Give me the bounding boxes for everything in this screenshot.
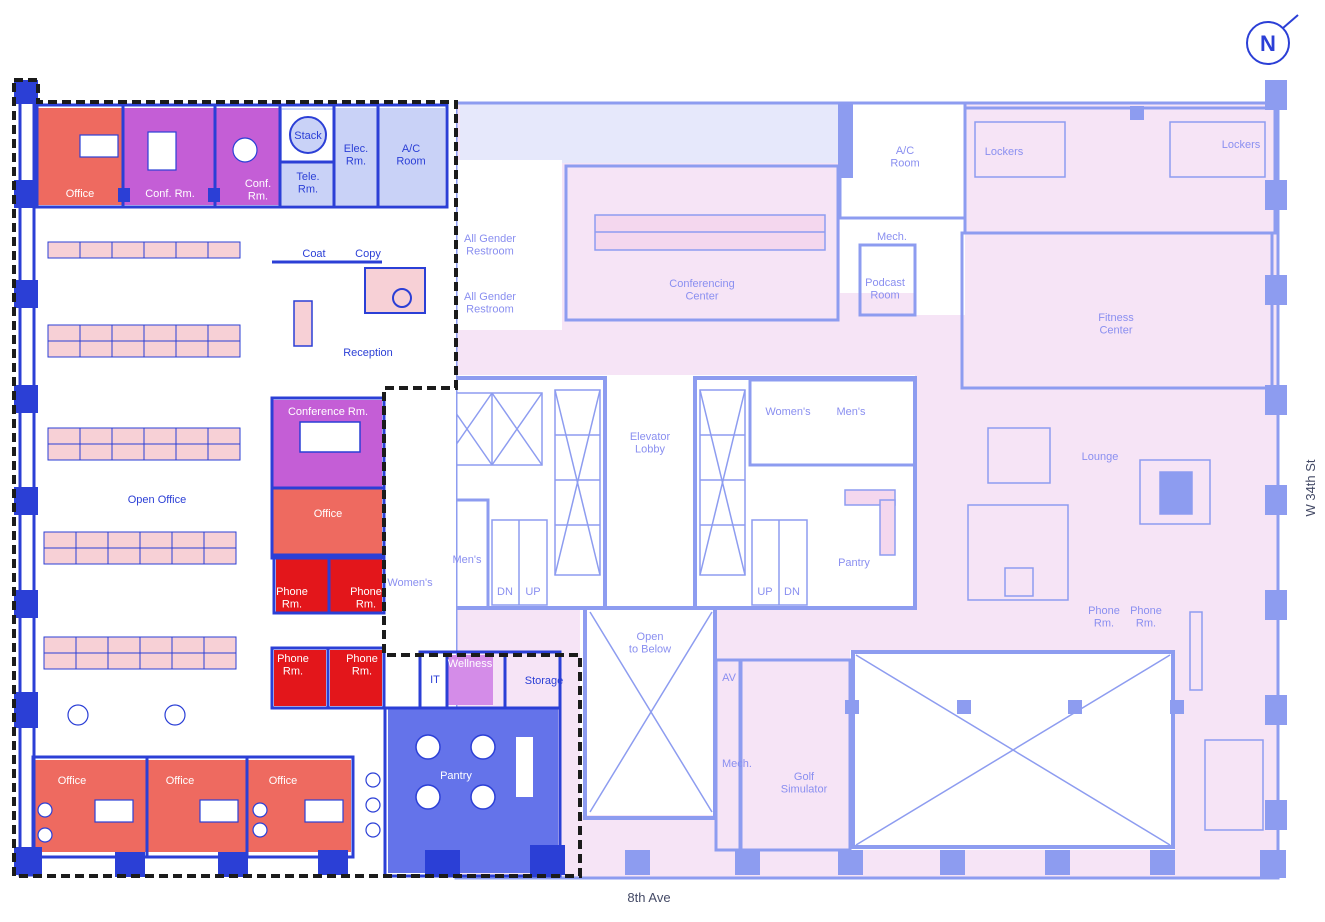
label-office-mid: Office [314, 508, 343, 520]
north-arrow-icon [1282, 14, 1299, 29]
label-dn-east: DN [784, 586, 800, 598]
label-office-nw: Office [66, 188, 95, 200]
tenant-labels: Office Conf. Rm. Conf.Rm. Stack Elec.Rm.… [58, 130, 564, 787]
label-pantry: Pantry [440, 770, 472, 782]
label-up-east: UP [757, 586, 772, 598]
label-conf-rm-2: Conf.Rm. [245, 178, 271, 203]
street-south: 8th Ave [627, 890, 670, 905]
label-lockers-2: Lockers [1222, 139, 1261, 151]
east-core-walls [693, 376, 917, 610]
label-lockers-1: Lockers [985, 146, 1024, 158]
amenity-details [391, 121, 1266, 846]
podcast-walls [858, 243, 917, 317]
lounge-sofa-east [1204, 739, 1264, 831]
office-mid-room [272, 488, 382, 556]
label-conference-rm: Conference Rm. [288, 406, 368, 418]
compass: N [1246, 14, 1299, 65]
label-tele-rm: Tele.Rm. [296, 171, 319, 196]
phone-rm-3-room [274, 650, 326, 706]
label-office-s2: Office [166, 775, 195, 787]
label-pantry-east: Pantry [838, 557, 870, 569]
lounge-center-table [1159, 471, 1193, 515]
label-mens-east: Men's [837, 406, 866, 418]
conferencing-center-walls [564, 164, 840, 322]
label-coat: Coat [302, 248, 325, 260]
label-wellness: Wellness [448, 658, 493, 670]
label-copy: Copy [355, 248, 381, 260]
label-lounge: Lounge [1082, 451, 1119, 463]
phone-rm-1-room [276, 556, 328, 614]
north-corridor [460, 103, 840, 163]
label-womens-east: Women's [765, 406, 811, 418]
label-stack: Stack [294, 130, 322, 142]
label-office-s1: Office [58, 775, 87, 787]
wellness-room [448, 655, 493, 705]
label-open-office: Open Office [128, 494, 187, 506]
restroom-area [456, 160, 562, 330]
phone-rm-4-room [330, 650, 382, 706]
stair-void [915, 205, 965, 315]
reception-desk [293, 300, 313, 347]
core-area [385, 375, 915, 610]
lounge-table [987, 427, 1051, 484]
label-mens-west: Men's [453, 554, 482, 566]
fitness-walls [960, 231, 1274, 390]
label-conf-rm-1: Conf. Rm. [145, 188, 195, 200]
label-it: IT [430, 674, 440, 686]
reception-sofa [364, 267, 426, 314]
label-storage: Storage [525, 675, 564, 687]
tenant-space [14, 80, 565, 878]
label-mech-north: Mech. [877, 231, 907, 243]
compass-label: N [1260, 31, 1276, 56]
east-elevators [699, 389, 746, 576]
tenant-boundary [12, 78, 582, 878]
label-womens-west: Women's [387, 577, 433, 589]
label-elec-rm: Elec.Rm. [344, 143, 368, 168]
label-pantry-north: Pantry [494, 202, 526, 214]
street-east: W 34th St [1303, 459, 1318, 516]
void-walls [851, 650, 1175, 849]
east-restroom-walls [748, 378, 917, 467]
label-office-s3: Office [269, 775, 298, 787]
west-freight-elevators [554, 389, 601, 576]
compass-ring [1246, 21, 1290, 65]
label-up-west: UP [525, 586, 540, 598]
label-reception: Reception [343, 347, 393, 359]
label-av: AV [722, 672, 737, 684]
phone-rm-2-room [330, 556, 382, 614]
label-dn-west: DN [497, 586, 513, 598]
building-columns [625, 80, 1287, 878]
lounge-sofa [967, 504, 1069, 601]
label-mech-south: Mech. [722, 758, 752, 770]
mech-south-walls [714, 658, 743, 852]
